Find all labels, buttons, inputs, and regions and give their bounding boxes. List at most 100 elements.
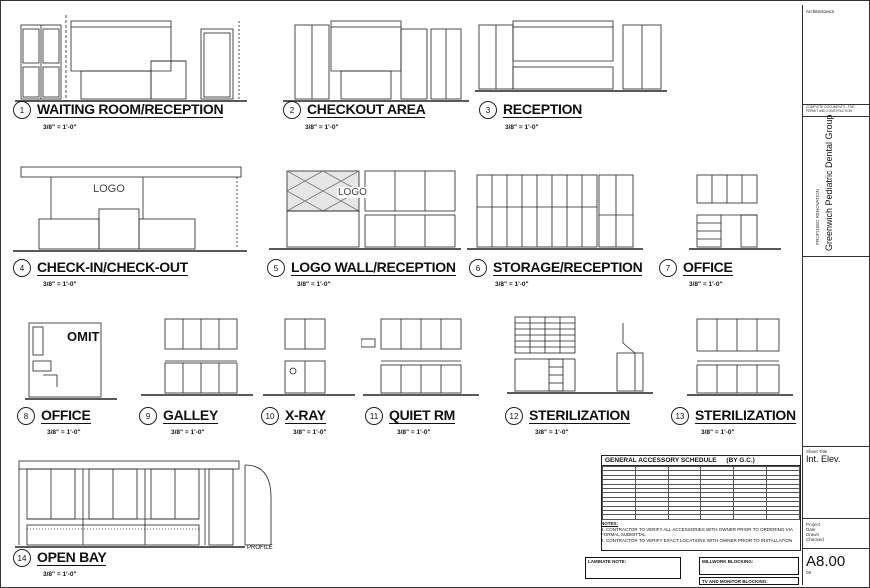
- elevation-10-drawing: [263, 318, 355, 396]
- elevation-1-number: 1: [13, 101, 31, 119]
- elevation-2-drawing: [283, 20, 469, 102]
- elevation-7-title: 7 OFFICE: [659, 259, 733, 277]
- sheet-of: 08: [806, 570, 812, 575]
- schedule-row: [602, 514, 800, 520]
- elevation-4-number: 4: [13, 259, 31, 277]
- elevation-8-number: 8: [17, 407, 35, 425]
- elevation-11: [361, 309, 481, 407]
- elevation-1-name: WAITING ROOM/RECEPTION: [37, 101, 224, 118]
- elevation-11-title: 11 QUIET RM: [365, 407, 455, 425]
- sheet-number-cell: A8.00 08: [803, 549, 869, 585]
- elevation-4-title: 4 CHECK-IN/CHECK-OUT: [13, 259, 188, 277]
- elevation-6-scale: 3/8" = 1'-0": [495, 281, 529, 288]
- schedule-cell: [766, 514, 800, 520]
- schedule-heading: GENERAL ACCESSORY SCHEDULE (BY G.C.): [602, 456, 800, 466]
- elevation-5-title: 5 LOGO WALL/RECEPTION: [267, 259, 456, 277]
- accessory-schedule: GENERAL ACCESSORY SCHEDULE (BY G.C.): [601, 455, 801, 551]
- elevation-7-scale: 3/8" = 1'-0": [689, 281, 723, 288]
- millwork-blocking-box: MILLWORK BLOCKING:: [699, 557, 799, 575]
- elevation-3-name: RECEPTION: [503, 101, 582, 118]
- elevation-11-drawing: [361, 318, 479, 396]
- elevation-2: [281, 11, 471, 121]
- elevation-9: [139, 309, 255, 407]
- elevation-9-drawing: [141, 318, 253, 396]
- elevation-12-scale: 3/8" = 1'-0": [535, 429, 569, 436]
- elevation-4-scale: 3/8" = 1'-0": [43, 281, 77, 288]
- elevation-1: [11, 11, 251, 121]
- elevation-1-scale: 3/8" = 1'-0": [43, 124, 77, 131]
- schedule-notes: NOTES: 1. CONTRACTOR TO VERIFY ALL ACCES…: [601, 521, 801, 543]
- elevation-13-scale: 3/8" = 1'-0": [701, 429, 735, 436]
- elevation-3-number: 3: [479, 101, 497, 119]
- sheet-title-label: Sheet Title: [806, 449, 828, 454]
- project-cell: PROPOSED RENOVATION Greenwich Pediatric …: [803, 114, 869, 257]
- schedule-note-2: 2. CONTRACTOR TO VERIFY EXACT LOCATIONS …: [601, 537, 793, 543]
- elevation-14-number: 14: [13, 549, 31, 567]
- elevation-10-scale: 3/8" = 1'-0": [293, 429, 327, 436]
- schedule-row: [602, 465, 800, 472]
- elevation-1-drawing: [15, 15, 247, 102]
- laminate-note-box: LAMINATE NOTE:: [585, 557, 681, 579]
- elevation-14-drawing: [15, 460, 272, 548]
- elevation-9-name: GALLEY: [163, 407, 218, 424]
- elevation-5-drawing: [269, 170, 461, 250]
- schedule-note-1: 1. CONTRACTOR TO VERIFY ALL ACCESSORIES …: [601, 526, 793, 538]
- elevation-7: [687, 163, 783, 259]
- firm-name: Architectonics: [806, 9, 835, 14]
- sheet-title-cell: Sheet Title Int. Elev.: [803, 447, 869, 519]
- schedule-cell: [634, 514, 669, 520]
- elevation-6-name: STORAGE/RECEPTION: [493, 259, 643, 276]
- schedule-notes-title: NOTES:: [601, 521, 619, 526]
- elevation-3-scale: 3/8" = 1'-0": [505, 124, 539, 131]
- schedule-by: (BY G.C.): [726, 457, 755, 464]
- drawing-area: 1 WAITING ROOM/RECEPTION 3/8" = 1'-0" 2: [5, 5, 801, 585]
- elevation-8-title: 8 OFFICE: [17, 407, 91, 425]
- elevation-8: OMIT: [23, 317, 119, 407]
- elevation-12-title: 12 STERILIZATION: [505, 407, 630, 425]
- elevation-12-name: STERILIZATION: [529, 407, 630, 424]
- elevation-8-scale: 3/8" = 1'-0": [47, 429, 81, 436]
- elevation-7-name: OFFICE: [683, 259, 733, 276]
- elevation-11-scale: 3/8" = 1'-0": [397, 429, 431, 436]
- profile-label: PROFILE: [247, 545, 273, 551]
- schedule-cell: [602, 514, 636, 520]
- tv-blocking-title: TV AND MONITOR BLOCKING:: [702, 579, 768, 584]
- sheet-number: A8.00: [806, 553, 846, 570]
- elevation-14: PROFILE: [13, 457, 283, 555]
- schedule-row: [602, 470, 800, 476]
- elevation-6-number: 6: [469, 259, 487, 277]
- client-name: Greenwich Pediatric Dental Group: [824, 114, 834, 251]
- omit-label: OMIT: [67, 329, 100, 344]
- elevation-3-drawing: [475, 20, 667, 92]
- elevation-10: [261, 309, 357, 407]
- elevation-10-name: X-RAY: [285, 407, 326, 424]
- elevation-7-number: 7: [659, 259, 677, 277]
- title-block: Architectonics COMPLETE DOCUMENTS - FOR …: [802, 5, 869, 585]
- elevation-9-title: 9 GALLEY: [139, 407, 218, 425]
- meta-checked: Checked: [806, 537, 824, 542]
- schedule-cell: [700, 514, 735, 520]
- elevation-8-name: OFFICE: [41, 407, 91, 424]
- meta-cell: Project Date Drawn Checked: [803, 519, 869, 549]
- millwork-blocking-title: MILLWORK BLOCKING:: [702, 559, 754, 564]
- elevation-4-name: CHECK-IN/CHECK-OUT: [37, 259, 188, 276]
- elevation-9-number: 9: [139, 407, 157, 425]
- schedule-cell: [667, 514, 702, 520]
- elevation-12: [505, 303, 655, 407]
- elevation-3: [473, 11, 669, 121]
- elevation-14-name: OPEN BAY: [37, 549, 107, 566]
- elevation-6: [465, 163, 645, 259]
- schedule-cell: [733, 514, 768, 520]
- meta-project: Project: [806, 522, 821, 527]
- elevation-14-title: 14 OPEN BAY: [13, 549, 107, 567]
- meta-date: Date: [806, 527, 816, 532]
- schedule-table: [602, 465, 800, 520]
- elevation-12-drawing: [507, 316, 653, 394]
- sheet-title: Int. Elev.: [806, 454, 841, 464]
- elevation-13-name: STERILIZATION: [695, 407, 796, 424]
- elevation-13-title: 13 STERILIZATION: [671, 407, 796, 425]
- elevation-13-drawing: [687, 318, 793, 396]
- logo-placeholder-2: LOGO: [337, 187, 368, 198]
- elevation-1-title: 1 WAITING ROOM/RECEPTION: [13, 101, 224, 119]
- elevation-11-number: 11: [365, 407, 383, 425]
